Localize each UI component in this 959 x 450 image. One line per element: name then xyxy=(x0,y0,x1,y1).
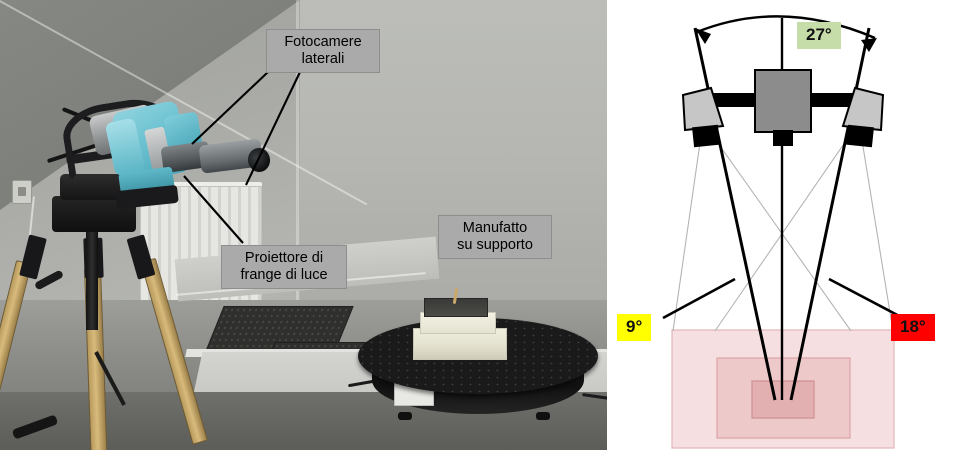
wall-socket-icon xyxy=(12,180,32,204)
angle-label-9: 9° xyxy=(617,314,652,341)
label-fotocamere-laterali: Fotocamere laterali xyxy=(266,29,380,73)
scanner-geometry-diagram xyxy=(662,15,904,449)
tripod-leg-clamp xyxy=(19,234,47,280)
angle-label-18: 18° xyxy=(891,314,935,341)
turntable-assembly xyxy=(347,287,607,430)
tripod-center-column xyxy=(86,210,98,330)
photo-panel: Fotocamere laterali Proiettore di frange… xyxy=(0,0,607,450)
tripod-leg xyxy=(0,260,32,450)
tripod-leg-clamp xyxy=(126,234,156,280)
tripod-spreader xyxy=(11,414,59,440)
structured-light-scanner xyxy=(46,92,272,222)
right-camera xyxy=(841,86,885,148)
diagram-panel: 27° 9° 18° xyxy=(607,0,959,450)
angle-arc-27 xyxy=(695,15,877,52)
left-camera xyxy=(681,86,725,148)
label-manufatto-supporto: Manufatto su supporto xyxy=(438,215,552,259)
tripod-leg xyxy=(140,257,209,445)
angle-leader-lines xyxy=(662,277,904,320)
projector-module xyxy=(754,69,812,146)
tripod-lock-knob xyxy=(33,269,65,291)
field-of-view-lines xyxy=(672,121,894,332)
tripod xyxy=(0,150,250,450)
turntable-foot xyxy=(398,412,412,420)
angle-label-27: 27° xyxy=(797,22,841,49)
label-proiettore-frange: Proiettore di frange di luce xyxy=(221,245,347,289)
turntable-foot xyxy=(536,412,550,420)
